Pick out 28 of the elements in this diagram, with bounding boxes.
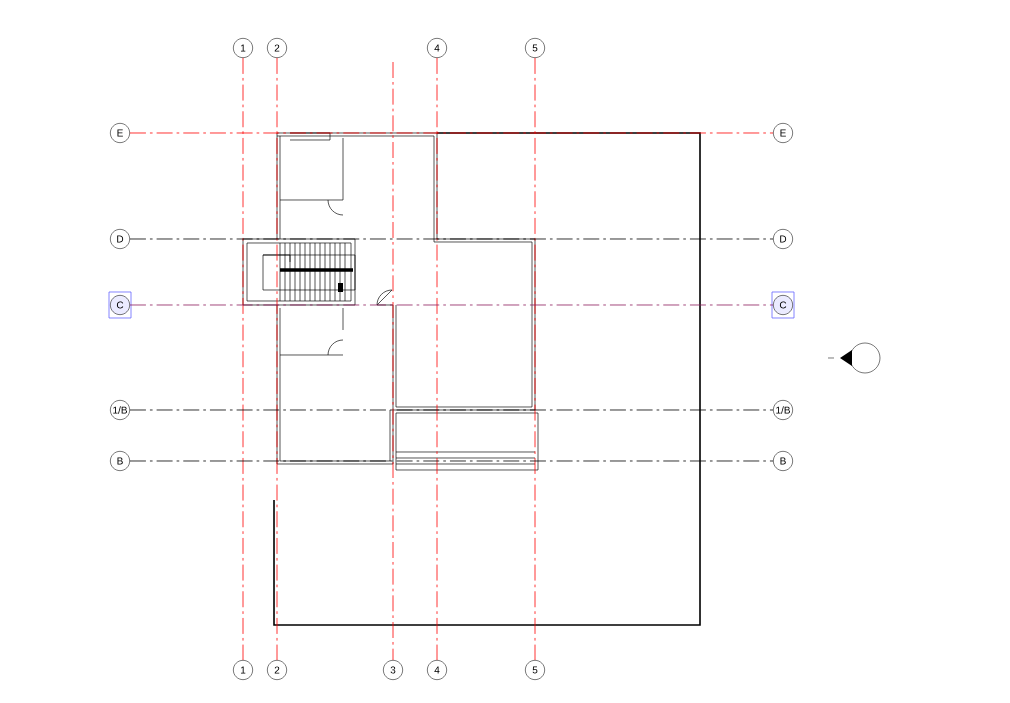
- grid-bubble: B: [773, 451, 793, 471]
- grid-line: [436, 57, 438, 661]
- grid-bubble: 2: [267, 38, 287, 58]
- grid-bubble: C: [773, 295, 793, 315]
- grid-bubble: 1/B: [773, 400, 793, 420]
- grid-bubble: 1: [233, 38, 253, 58]
- grid-bubble: 2: [267, 660, 287, 680]
- grid-line: [129, 238, 774, 240]
- grid-line: [129, 304, 774, 306]
- grid-bubble: E: [773, 123, 793, 143]
- grid-line: [534, 57, 536, 661]
- grid-bubble: 5: [525, 38, 545, 58]
- grid-line: [129, 460, 774, 462]
- grid-line: [129, 409, 774, 411]
- grid-bubble: D: [773, 229, 793, 249]
- grid-bubble: C: [110, 295, 130, 315]
- grid-bubble: E: [110, 123, 130, 143]
- grid-line: [129, 132, 774, 134]
- grid-bubble: 1: [233, 660, 253, 680]
- grid-line: [242, 57, 244, 661]
- grid-bubble: B: [110, 451, 130, 471]
- grid-bubble: 1/B: [110, 400, 130, 420]
- grid-bubble: 4: [427, 38, 447, 58]
- grid-bubble: 4: [427, 660, 447, 680]
- grid-bubble: D: [110, 229, 130, 249]
- grid-bubble: 3: [383, 660, 403, 680]
- grid-line: [276, 57, 278, 661]
- grid-bubble: 5: [525, 660, 545, 680]
